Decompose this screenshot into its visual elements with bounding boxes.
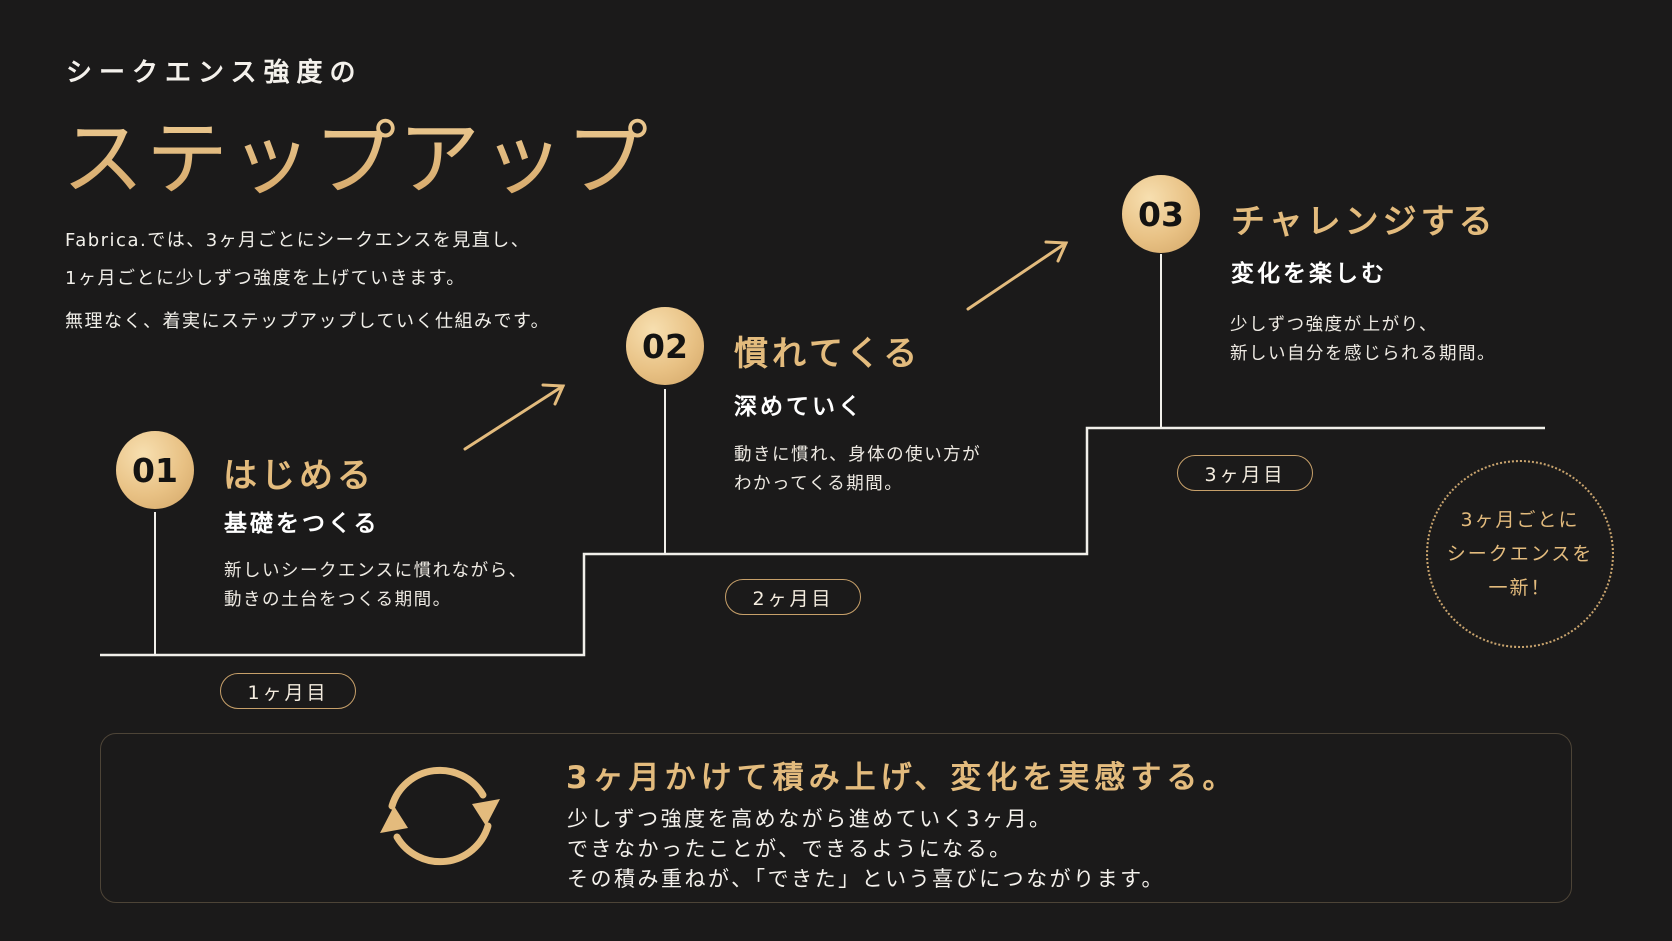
renewal-line: シークエンスを [1446, 543, 1594, 565]
cycle-arrows-icon [380, 766, 500, 866]
step-01-title: はじめる [223, 456, 375, 496]
step-01-desc-line: 新しいシークエンスに慣れながら、 [224, 561, 528, 581]
step-03-desc: 少しずつ強度が上がり、 新しい自分を感じられる期間。 [1230, 311, 1496, 369]
step-02-desc-line: わかってくる期間。 [734, 474, 904, 494]
step-02-title: 慣れてくる [734, 334, 922, 374]
intro-line-2: 1ヶ月ごとに少しずつ強度を上げていきます。 [65, 268, 466, 289]
intro-line-1: Fabrica.では、3ヶ月ごとにシークエンスを見直し、 [65, 230, 531, 251]
header-eyebrow: シークエンス強度の [66, 58, 363, 88]
step-01-badge: 01 [116, 431, 194, 509]
step-02-desc: 動きに慣れ、身体の使い方が わかってくる期間。 [734, 441, 981, 499]
month-pill-2: 2ヶ月目 [725, 579, 861, 615]
renewal-line: 3ヶ月ごとに [1460, 509, 1580, 531]
step-02-badge: 02 [626, 307, 704, 385]
step-01-subtitle: 基礎をつくる [224, 511, 380, 537]
arrow-up-right-icon [966, 240, 1069, 311]
step-03-subtitle: 変化を楽しむ [1231, 261, 1387, 287]
intro-highlight: 無理なく、着実にステップアップしていく仕組みです。 [65, 311, 551, 332]
staircase-line [100, 426, 1545, 657]
step-02-desc-line: 動きに慣れ、身体の使い方が [734, 445, 982, 465]
summary-line-1: 少しずつ強度を高めながら進めていく3ヶ月。 [567, 807, 1053, 831]
renewal-badge: 3ヶ月ごとに シークエンスを 一新！ [1426, 460, 1614, 648]
month-pill-1: 1ヶ月目 [220, 673, 356, 709]
step-01-desc: 新しいシークエンスに慣れながら、 動きの土台をつくる期間。 [224, 557, 528, 615]
summary-box [100, 733, 1572, 903]
summary-line-3: その積み重ねが、「できた」という喜びにつながります。 [567, 867, 1165, 891]
page-title: ステップアップ [62, 92, 650, 211]
summary-title: 3ヶ月かけて積み上げ、変化を実感する。 [566, 760, 1239, 796]
month-pill-3: 3ヶ月目 [1177, 455, 1313, 491]
renewal-line: 一新！ [1488, 577, 1552, 599]
arrow-up-right-icon [463, 383, 566, 451]
step-03-badge: 03 [1122, 175, 1200, 253]
step-01-desc-line: 動きの土台をつくる期間。 [224, 590, 452, 610]
step-03-title: チャレンジする [1231, 202, 1497, 242]
step-02-subtitle: 深めていく [734, 394, 864, 420]
step-03-desc-line: 少しずつ強度が上がり、 [1230, 315, 1438, 335]
summary-line-2: できなかったことが、できるようになる。 [567, 837, 1013, 861]
step-03-desc-line: 新しい自分を感じられる期間。 [1230, 344, 1496, 364]
